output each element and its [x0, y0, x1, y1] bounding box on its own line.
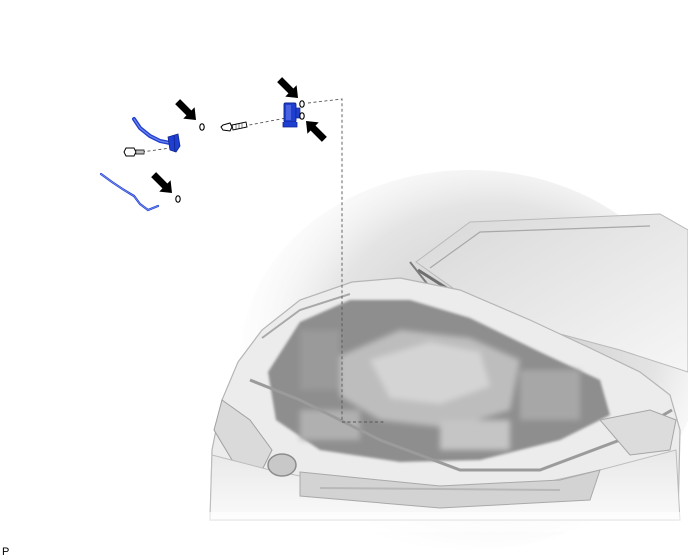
hose-icon	[132, 117, 181, 153]
arrow-icon	[151, 172, 172, 193]
o-ring-icon	[199, 123, 205, 131]
arrow-icon	[175, 99, 196, 120]
figure-code-label: P	[2, 546, 10, 558]
leader-line-connector-to-vehicle	[307, 98, 343, 422]
engine-cover	[300, 330, 580, 450]
pointer-arrows	[151, 77, 327, 193]
connector-icon	[282, 102, 301, 128]
emblem	[267, 453, 297, 477]
arrow-icon	[306, 121, 327, 142]
vehicle-fade	[200, 512, 688, 532]
o-ring-icon	[299, 112, 305, 120]
hose-icon	[99, 172, 160, 212]
arrow-icon	[277, 77, 298, 98]
bolt-icon	[220, 121, 248, 132]
headlamp-right	[599, 409, 677, 456]
leader-line-bolt-to-connector	[243, 117, 287, 127]
o-rings	[175, 100, 305, 203]
leader-lines	[141, 98, 386, 423]
vehicle-illustration	[200, 170, 688, 550]
o-ring-icon	[175, 195, 181, 203]
leader-line-bolt-to-bracket	[141, 147, 171, 153]
bolt-icon	[123, 147, 145, 157]
grille-bar	[319, 487, 561, 491]
hood-edge	[429, 225, 651, 269]
o-ring-icon	[299, 100, 305, 108]
fender-edge	[261, 293, 351, 339]
